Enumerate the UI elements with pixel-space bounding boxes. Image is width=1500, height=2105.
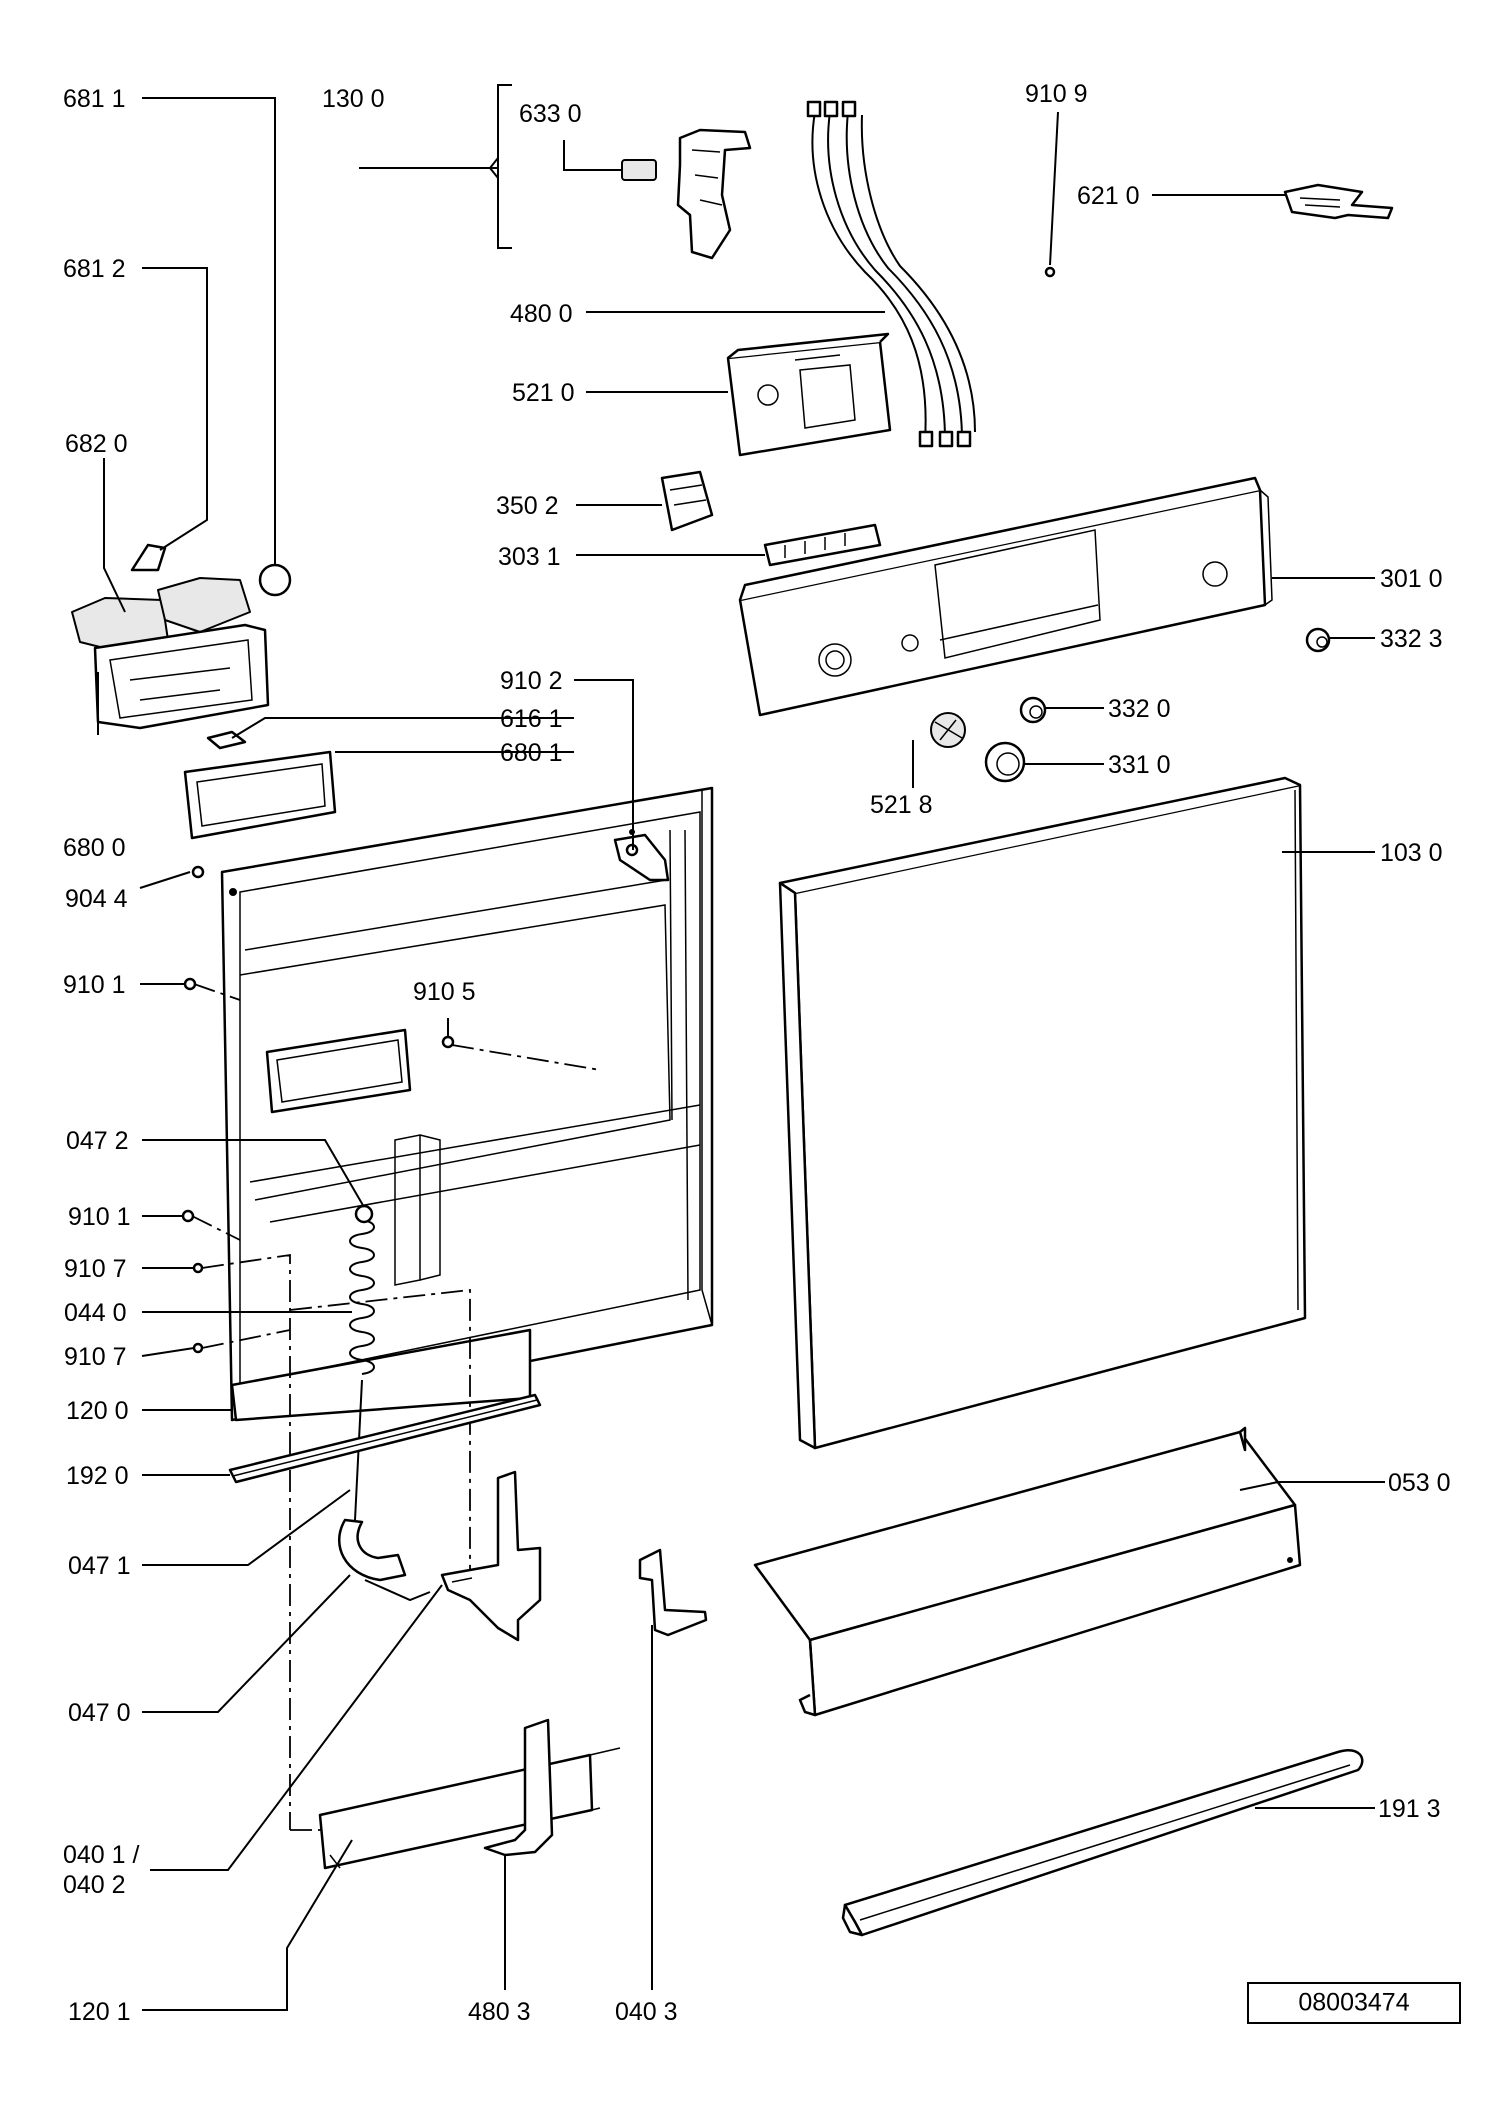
label-633-0: 633 0 bbox=[519, 100, 582, 128]
label-040-1: 040 1 / bbox=[63, 1841, 140, 1869]
label-047-0: 047 0 bbox=[68, 1699, 131, 1727]
label-910-9: 910 9 bbox=[1025, 80, 1088, 108]
label-480-3: 480 3 bbox=[468, 1998, 531, 2026]
label-103-0: 103 0 bbox=[1380, 839, 1443, 867]
label-521-8: 521 8 bbox=[870, 791, 933, 819]
label-910-7-lower: 910 7 bbox=[64, 1343, 127, 1371]
label-044-0: 044 0 bbox=[64, 1299, 127, 1327]
button-strip-part bbox=[763, 523, 882, 567]
label-301-0: 301 0 bbox=[1380, 565, 1443, 593]
label-191-3: 191 3 bbox=[1378, 1795, 1441, 1823]
control-panel-led bbox=[901, 634, 919, 652]
hinge-part bbox=[440, 1470, 542, 1642]
door-lock-detail bbox=[691, 149, 723, 206]
label-350-2: 350 2 bbox=[496, 492, 559, 520]
control-panel-edge bbox=[1259, 489, 1273, 606]
ring-knob-part bbox=[984, 741, 1026, 783]
screw-part-9107a bbox=[192, 1262, 204, 1274]
reference-number-box bbox=[1247, 1982, 1461, 2024]
label-680-0: 680 0 bbox=[63, 834, 126, 862]
reference-number: 08003474 bbox=[1298, 1989, 1409, 2017]
label-616-1: 616 1 bbox=[500, 705, 563, 733]
label-910-1-upper: 910 1 bbox=[63, 971, 126, 999]
connector-detail bbox=[1299, 197, 1341, 208]
label-120-1: 120 1 bbox=[68, 1998, 131, 2026]
hinge-plate-part bbox=[638, 1548, 708, 1637]
screw-part-9101b bbox=[181, 1209, 195, 1223]
label-682-0: 682 0 bbox=[65, 430, 128, 458]
label-910-2: 910 2 bbox=[500, 667, 563, 695]
screw-part-9107b bbox=[192, 1342, 204, 1354]
control-panel-window bbox=[934, 529, 1101, 659]
dispenser-cover-part bbox=[157, 577, 251, 633]
label-621-0: 621 0 bbox=[1077, 182, 1140, 210]
part-labels: 681 1 130 0 633 0 910 9 621 0 681 2 480 … bbox=[63, 80, 1451, 2026]
screw-part-9101a bbox=[183, 977, 197, 991]
control-panel-left-knob bbox=[818, 643, 852, 677]
label-303-1: 303 1 bbox=[498, 543, 561, 571]
label-040-3: 040 3 bbox=[615, 1998, 678, 2026]
screw-part-9105 bbox=[441, 1035, 455, 1049]
screw-part-9044 bbox=[191, 865, 205, 879]
label-120-0: 120 0 bbox=[66, 1397, 129, 1425]
trim-profile-part bbox=[841, 1749, 1364, 1937]
label-192-0: 192 0 bbox=[66, 1462, 129, 1490]
label-480-0: 480 0 bbox=[510, 300, 573, 328]
label-910-7-upper: 910 7 bbox=[64, 1255, 127, 1283]
kickplate-part bbox=[753, 1426, 1302, 1717]
inner-door-part bbox=[220, 786, 714, 1422]
gasket-part bbox=[183, 750, 337, 840]
electronic-module-top bbox=[727, 332, 890, 359]
label-332-0: 332 0 bbox=[1108, 695, 1171, 723]
label-130-0: 130 0 bbox=[322, 85, 385, 113]
label-053-0: 053 0 bbox=[1388, 1469, 1451, 1497]
ball-part bbox=[258, 563, 292, 597]
wire-harness-part bbox=[806, 100, 976, 448]
label-910-1-lower: 910 1 bbox=[68, 1203, 131, 1231]
label-910-5: 910 5 bbox=[413, 978, 476, 1006]
label-047-2: 047 2 bbox=[66, 1127, 129, 1155]
electronic-module-part bbox=[726, 340, 892, 457]
electronic-module-panel bbox=[799, 364, 856, 429]
assembly-bracket bbox=[497, 84, 512, 249]
screw-part-9109 bbox=[1044, 266, 1056, 278]
outer-door-part bbox=[778, 776, 1307, 1450]
electronic-module-pins bbox=[794, 354, 841, 361]
label-904-4: 904 4 bbox=[65, 885, 128, 913]
terminal-block-detail bbox=[669, 484, 707, 506]
microswitch-part bbox=[621, 159, 657, 181]
electronic-module-knob bbox=[757, 384, 779, 406]
knob-part-3320 bbox=[1019, 696, 1047, 724]
label-681-1: 681 1 bbox=[63, 85, 126, 113]
label-521-0: 521 0 bbox=[512, 379, 575, 407]
button-strip-keys bbox=[784, 533, 846, 558]
label-681-2: 681 2 bbox=[63, 255, 126, 283]
small-lid-part bbox=[130, 543, 167, 572]
label-331-0: 331 0 bbox=[1108, 751, 1171, 779]
control-panel-top bbox=[738, 476, 1262, 601]
control-panel-right-knob bbox=[1202, 561, 1228, 587]
leader-lines bbox=[97, 97, 1385, 2011]
label-040-2: 040 2 bbox=[63, 1871, 126, 1899]
control-panel-window-line bbox=[939, 604, 1099, 641]
label-332-3: 332 3 bbox=[1380, 625, 1443, 653]
label-680-1: 680 1 bbox=[500, 739, 563, 767]
terminal-block-part bbox=[660, 470, 714, 532]
door-lock-part bbox=[676, 128, 752, 260]
control-panel-part bbox=[738, 488, 1267, 717]
connector-part bbox=[1283, 183, 1394, 220]
label-047-1: 047 1 bbox=[68, 1552, 131, 1580]
spring-hook-part bbox=[338, 1518, 407, 1582]
